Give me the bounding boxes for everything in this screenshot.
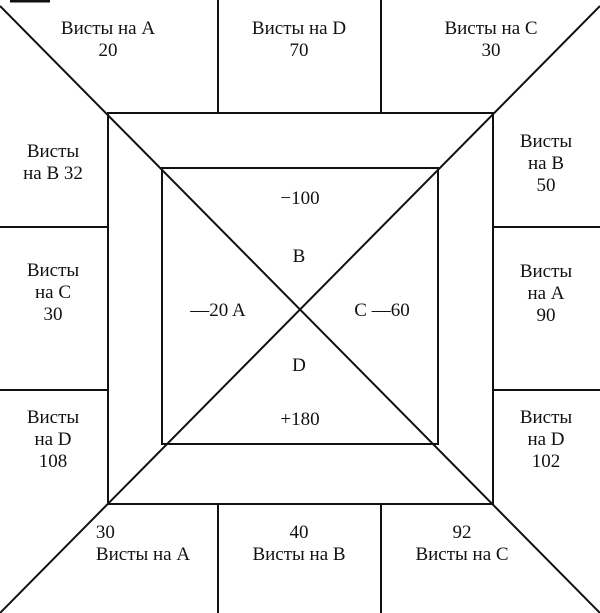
cell-text-line: Висты: [519, 261, 573, 282]
cell-text-line: на A: [527, 283, 565, 304]
cell-left-whists-c: Висты на C 30: [27, 260, 79, 326]
center-bottom-score: +180: [280, 409, 320, 430]
cell-text-line: на B 32: [23, 163, 83, 184]
cell-text-line: Висты на D: [251, 18, 347, 39]
cell-text-line: Висты на A: [60, 18, 156, 39]
cell-bottom-whists-c: 92 Висты на C: [415, 522, 508, 566]
cell-value: 50: [536, 175, 556, 196]
cell-text-line: на C: [34, 282, 72, 303]
center-right-score: C —60: [354, 300, 410, 321]
cell-value: 90: [536, 305, 556, 326]
cell-bottom-whists-b: 40 Висты на B: [252, 522, 345, 566]
cell-value: 102: [531, 451, 561, 472]
center-player-d: D: [292, 355, 306, 376]
middle-square: [107, 112, 494, 505]
center-top-score: −100: [280, 188, 320, 209]
cell-text-line: на B: [527, 153, 565, 174]
center-player-b: B: [292, 246, 306, 267]
cell-text-line: на D: [527, 429, 565, 450]
cell-value: 70: [289, 40, 309, 61]
cell-bottom-whists-a: 30 Висты на A: [96, 522, 190, 566]
cell-text-line: Висты на C: [444, 18, 538, 39]
cell-top-whists-d: Висты на D 70: [252, 18, 346, 62]
cell-text-line: Висты на B: [252, 544, 346, 565]
cell-text-line: на D: [34, 429, 72, 450]
cell-text-line: Висты на A: [95, 544, 191, 565]
diagonal-line-2: [0, 5, 600, 613]
cell-top-whists-c: Висты на C 30: [444, 18, 537, 62]
cell-value: 30: [481, 40, 501, 61]
cell-right-whists-d: Висты на D 102: [520, 407, 572, 473]
cell-value: 108: [38, 451, 68, 472]
center-left-score: —20 A: [190, 300, 246, 321]
cell-left-whists-d: Висты на D 108: [27, 407, 79, 473]
cell-value: 20: [98, 40, 118, 61]
cell-value: 92: [452, 522, 472, 543]
cell-right-whists-a: Висты на A 90: [520, 261, 572, 327]
cell-text-line: Висты: [26, 260, 80, 281]
cell-top-whists-a: Висты на A 20: [61, 18, 155, 62]
cell-text-line: Висты: [519, 407, 573, 428]
cell-text-line: Висты: [26, 141, 80, 162]
cell-text-line: Висты: [26, 407, 80, 428]
cell-text-line: Висты на C: [415, 544, 509, 565]
cell-value: 40: [289, 522, 309, 543]
cell-value: 30: [43, 304, 63, 325]
cell-right-whists-b: Висты на B 50: [520, 131, 572, 197]
cell-text-line: Висты: [519, 131, 573, 152]
cell-left-whists-b: Висты на B 32: [23, 141, 83, 185]
inner-square: [161, 167, 439, 445]
cell-value: 30: [95, 522, 115, 543]
